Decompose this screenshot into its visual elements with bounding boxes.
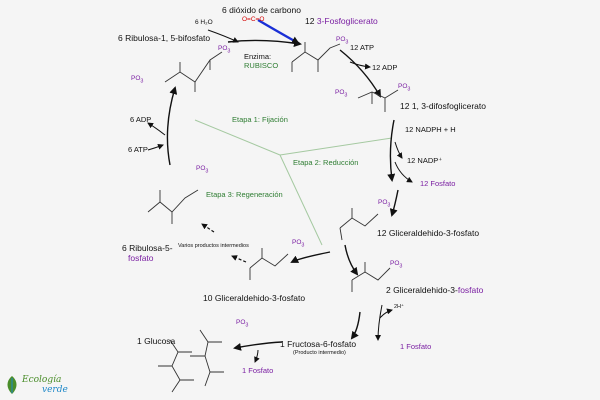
fosfato-12-label: 12 Fosfato <box>420 179 456 188</box>
arrow-atp-6 <box>147 143 164 151</box>
po3-tag-3pg: PO3 <box>336 36 349 46</box>
arrow-bpg-to-g3p <box>387 119 396 182</box>
arrow-rubp-to-3pg <box>227 39 302 48</box>
po3-tag-g3p-2: PO3 <box>390 260 403 270</box>
atp-12-label: 12 ATP <box>350 43 375 52</box>
gliceraldehido-12-label: 12 Gliceraldehido-3-fosfato <box>377 228 480 238</box>
fructosa-label: 1 Fructosa-6-fosfato <box>280 339 357 349</box>
co2-molecule-icon: O=C=O <box>242 16 265 23</box>
fosfoglicerato-label: 12 3-Fosfoglicerato <box>305 17 378 26</box>
adp-6-label: 6 ADP <box>130 115 152 124</box>
po3-tag-rubp-1: PO3 <box>218 45 231 55</box>
leaf-icon <box>7 376 17 394</box>
arrow-h-plus <box>379 308 393 319</box>
po3-tag-g3p-12: PO3 <box>378 199 391 209</box>
rubisco-label: RUBISCO <box>244 61 279 70</box>
molecule-skeletons <box>147 42 399 393</box>
gliceraldehido-2-text: 2 Gliceraldehido-3- <box>386 285 458 295</box>
difosfoglicerato-label: 12 1, 3-difosfoglicerato <box>400 101 486 111</box>
enzima-label: Enzima: <box>244 52 272 61</box>
etapa-1-label: Etapa 1: Fijación <box>232 115 288 124</box>
arrow-nadp <box>394 141 403 159</box>
etapa-3-label: Etapa 3: Regeneración <box>206 190 283 199</box>
po3-tag-g3p-10: PO3 <box>292 239 305 249</box>
etapa-2-label: Etapa 2: Reducción <box>293 158 359 167</box>
arrow-to-g3p-12 <box>389 189 399 217</box>
producto-intermedio-label: (Producto intermedio) <box>293 350 346 356</box>
adp-12-label: 12 ADP <box>372 63 398 72</box>
arrow-fosfato-1a <box>375 304 383 341</box>
co2-label: 6 dióxido de carbono <box>222 5 301 15</box>
h2o-label: 6 H₂O <box>195 19 213 26</box>
ribulosa-5-line1: 6 Ribulosa-5- <box>122 243 173 253</box>
po3-tag-fructosa: PO3 <box>236 319 249 329</box>
arrow-g3p2-to-fructosa <box>350 311 361 340</box>
po3-tag-bpg-1: PO3 <box>398 83 411 93</box>
arrow-fosfato-1b <box>254 349 260 363</box>
po3-tag-ru5p: PO3 <box>196 165 209 175</box>
atp-6-label: 6 ATP <box>128 145 148 154</box>
logo-line2: verde <box>42 385 68 395</box>
logo-line1: Ecología <box>22 375 62 385</box>
po3-tag-rubp-2: PO3 <box>131 75 144 85</box>
arrow-g3p-to-2 <box>344 244 359 276</box>
arrow-fosfato-12 <box>394 161 413 183</box>
varios-productos-label: Varios productos intermedios <box>178 243 249 249</box>
fosfato-1a-label: 1 Fosfato <box>400 342 432 351</box>
nadp-label: 12 NADP⁺ <box>407 156 443 165</box>
arrow-h2o <box>207 29 239 43</box>
gliceraldehido-10-label: 10 Gliceraldehido-3-fosfato <box>203 293 306 303</box>
nadph-label: 12 NADPH + H <box>405 125 456 134</box>
arrow-3pg-to-bpg <box>339 49 381 98</box>
arrow-adp-6 <box>147 122 166 136</box>
arrow-co2-blue <box>257 18 300 45</box>
ribulosa-5-line2: fosfato <box>128 253 154 263</box>
h-plus-label: 2H⁺ <box>394 304 404 310</box>
po3-tag-bpg-2: PO3 <box>335 89 348 99</box>
ribulosa-bisfosfato-label: 6 Ribulosa-1, 5-bifosfato <box>118 33 211 43</box>
ecologia-verde-logo: Ecología verde <box>4 374 94 396</box>
arrow-ru5p-to-rubp <box>166 86 178 166</box>
dashed-arrows <box>201 223 247 263</box>
side-arrows <box>147 29 413 363</box>
fosfato-1b-label: 1 Fosfato <box>242 366 274 375</box>
gliceraldehido-2-fosfato: fosfato <box>457 285 484 295</box>
fosfoglicerato-name: 3-Fosfoglicerato <box>316 16 378 26</box>
arrow-fructosa-to-glucosa <box>233 341 283 351</box>
arrow-g3p-to-10 <box>290 251 331 263</box>
glucosa-label: 1 Glucosa <box>137 336 176 346</box>
fosfoglicerato-count: 12 <box>305 16 315 26</box>
arrow-adp-12 <box>349 61 371 70</box>
gliceraldehido-2-label: 2 Gliceraldehido-3-fosfato <box>386 286 483 295</box>
stage-dividers <box>194 119 393 246</box>
